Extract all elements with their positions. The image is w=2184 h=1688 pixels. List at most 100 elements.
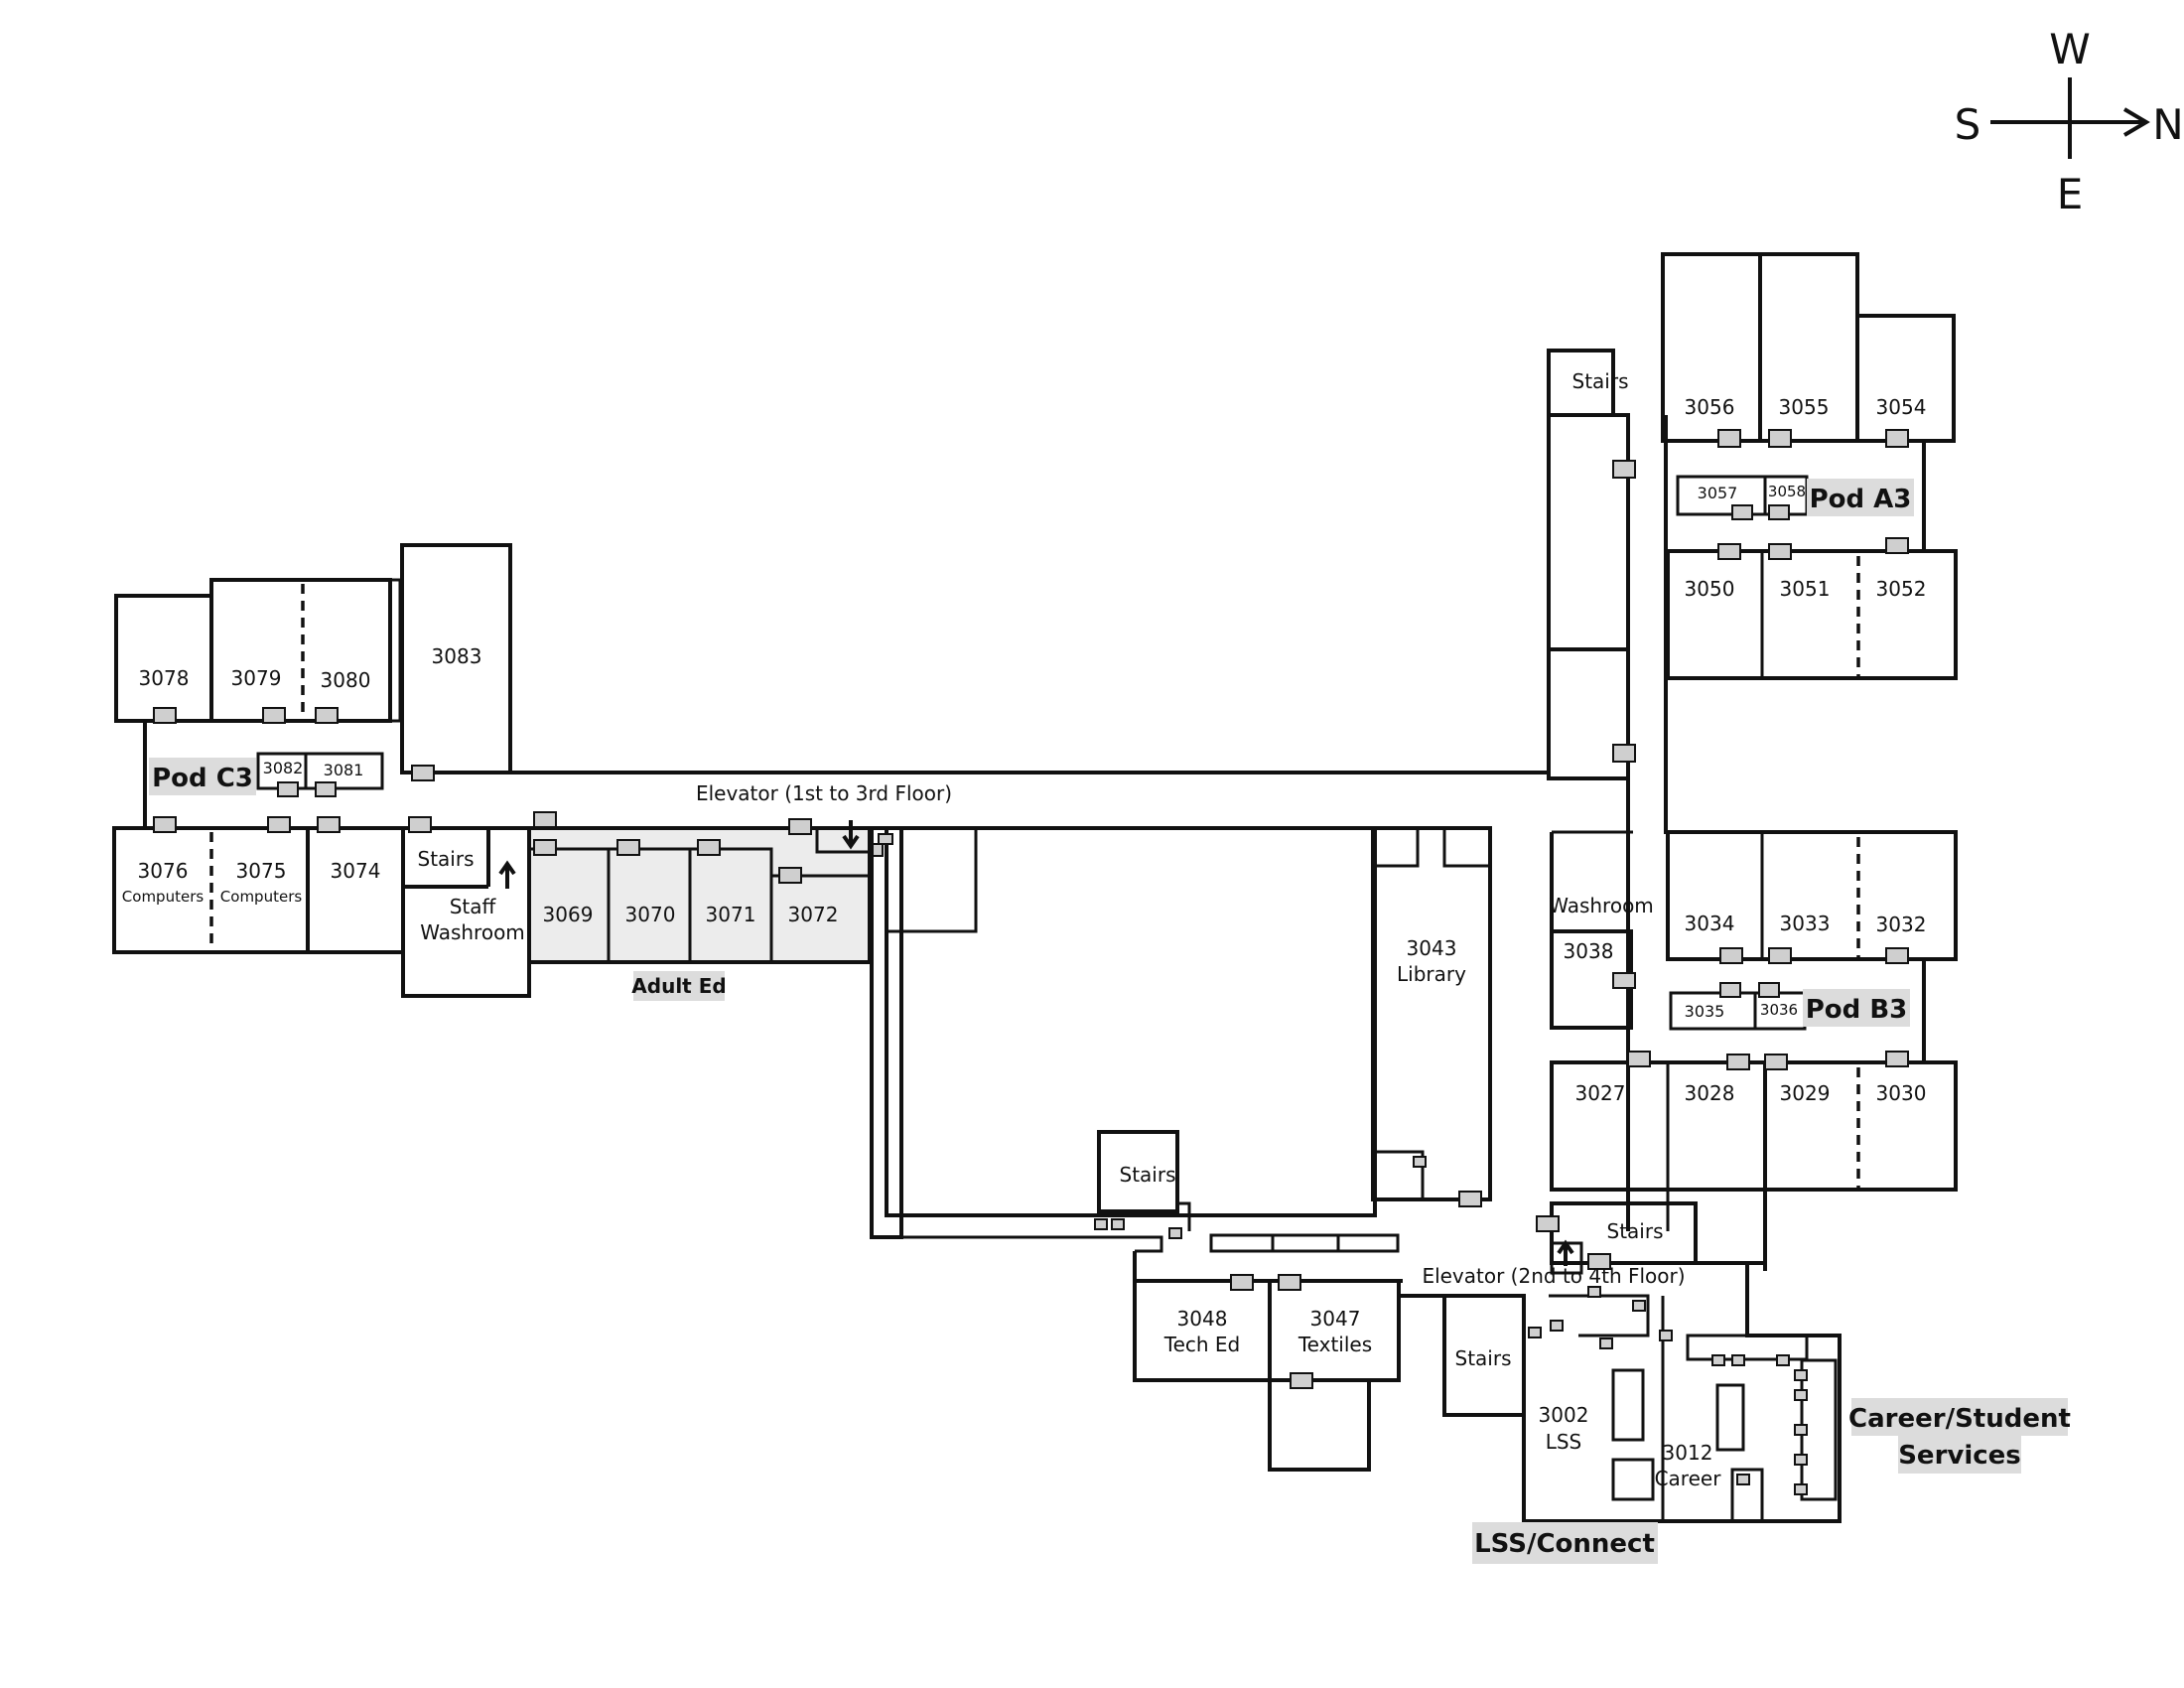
door[interactable] — [1168, 1227, 1182, 1239]
door[interactable] — [267, 816, 291, 833]
door[interactable] — [1794, 1483, 1808, 1495]
door[interactable] — [697, 839, 721, 856]
door[interactable] — [1794, 1369, 1808, 1381]
stairs-east-label: Stairs — [1607, 1219, 1664, 1243]
courtyard — [885, 826, 1377, 1217]
room-label-3083: 3083 — [432, 644, 482, 668]
door[interactable] — [1094, 1218, 1108, 1230]
door[interactable] — [1659, 1330, 1673, 1341]
door[interactable] — [1458, 1191, 1482, 1207]
pod-b3-label: Pod B3 — [1806, 995, 1908, 1025]
door[interactable] — [315, 781, 337, 797]
east-offices — [1522, 1263, 1842, 1523]
elevator-1-label: Elevator (1st to 3rd Floor) — [696, 781, 952, 805]
door[interactable] — [1726, 1054, 1750, 1070]
door[interactable] — [1627, 1051, 1651, 1067]
room-3027-3030[interactable] — [1550, 1060, 1958, 1192]
door[interactable] — [788, 818, 812, 835]
door[interactable] — [1736, 1474, 1750, 1485]
compass-east-label: E — [2057, 170, 2084, 218]
room-3047[interactable] — [1268, 1279, 1401, 1382]
room-label-3080: 3080 — [321, 668, 371, 692]
door[interactable] — [1711, 1354, 1725, 1366]
zone-labels: Pod C3 Pod A3 Pod B3 Adult Ed LSS/Connec… — [149, 479, 2071, 1564]
door[interactable] — [1111, 1218, 1125, 1230]
room-3043[interactable] — [1371, 826, 1492, 1201]
door[interactable] — [1717, 429, 1741, 448]
door[interactable] — [153, 707, 177, 724]
staff-washroom-label-2: Washroom — [420, 920, 525, 944]
stairs-center[interactable] — [1097, 1130, 1179, 1213]
door[interactable] — [1885, 429, 1909, 448]
door[interactable] — [872, 843, 884, 857]
room-label-3057: 3057 — [1698, 484, 1738, 502]
door[interactable] — [1599, 1337, 1613, 1349]
door[interactable] — [1885, 947, 1909, 964]
door[interactable] — [1528, 1327, 1542, 1338]
door[interactable] — [1230, 1274, 1254, 1291]
door[interactable] — [1776, 1354, 1790, 1366]
door[interactable] — [1764, 1054, 1788, 1070]
room-label-3012-sub: Career — [1655, 1467, 1722, 1490]
door[interactable] — [277, 781, 299, 797]
door[interactable] — [1290, 1372, 1313, 1389]
room-label-3050: 3050 — [1685, 577, 1735, 601]
door[interactable] — [317, 816, 341, 833]
stairs-east[interactable] — [1550, 1201, 1698, 1265]
door[interactable] — [1794, 1424, 1808, 1436]
room-label-3036: 3036 — [1760, 1001, 1798, 1019]
door[interactable] — [1719, 982, 1741, 998]
door[interactable] — [878, 833, 893, 845]
room-3050-3051-3052[interactable] — [1666, 549, 1958, 680]
door[interactable] — [778, 867, 802, 884]
room-label-3081: 3081 — [324, 761, 364, 779]
door[interactable] — [1731, 1354, 1745, 1366]
room-3083[interactable] — [400, 543, 512, 774]
room-label-3075-sub: Computers — [220, 888, 303, 906]
room-3048[interactable] — [1133, 1279, 1272, 1382]
door[interactable] — [1632, 1300, 1646, 1312]
pod-a3-label: Pod A3 — [1810, 485, 1912, 514]
door[interactable] — [1768, 543, 1792, 560]
door[interactable] — [1885, 1051, 1909, 1067]
door[interactable] — [533, 811, 557, 828]
door[interactable] — [1768, 947, 1792, 964]
door[interactable] — [1612, 972, 1636, 989]
room-label-3032: 3032 — [1876, 913, 1927, 936]
room-label-3028: 3028 — [1685, 1081, 1735, 1105]
door[interactable] — [1768, 429, 1792, 448]
door[interactable] — [1587, 1253, 1611, 1270]
stairs-west-label: Stairs — [418, 847, 475, 871]
door[interactable] — [1587, 1286, 1601, 1298]
door[interactable] — [1612, 460, 1636, 479]
door[interactable] — [533, 839, 557, 856]
door[interactable] — [1550, 1320, 1564, 1332]
room-3078[interactable] — [114, 594, 213, 723]
door[interactable] — [1717, 543, 1741, 560]
door[interactable] — [153, 816, 177, 833]
room-3054[interactable] — [1855, 314, 1956, 443]
door[interactable] — [1719, 947, 1743, 964]
room-3034-3033-3032[interactable] — [1666, 830, 1958, 961]
door[interactable] — [408, 816, 432, 833]
door[interactable] — [315, 707, 339, 724]
career-services-label-2: Services — [1898, 1441, 2021, 1471]
door[interactable] — [411, 765, 435, 781]
door[interactable] — [1612, 744, 1636, 763]
room-3079-3080[interactable] — [209, 578, 392, 723]
door[interactable] — [1758, 982, 1780, 998]
room-label-3071: 3071 — [706, 903, 756, 926]
door[interactable] — [262, 707, 286, 724]
door[interactable] — [1768, 504, 1790, 520]
door[interactable] — [1536, 1215, 1560, 1232]
door[interactable] — [1413, 1156, 1427, 1168]
door[interactable] — [1794, 1454, 1808, 1466]
room-label-3056: 3056 — [1685, 395, 1735, 419]
door[interactable] — [616, 839, 640, 856]
door[interactable] — [1278, 1274, 1301, 1291]
door[interactable] — [1794, 1389, 1808, 1401]
door[interactable] — [1731, 504, 1753, 520]
room-3074[interactable] — [306, 826, 405, 954]
door[interactable] — [1885, 537, 1909, 554]
room-label-3052: 3052 — [1876, 577, 1927, 601]
